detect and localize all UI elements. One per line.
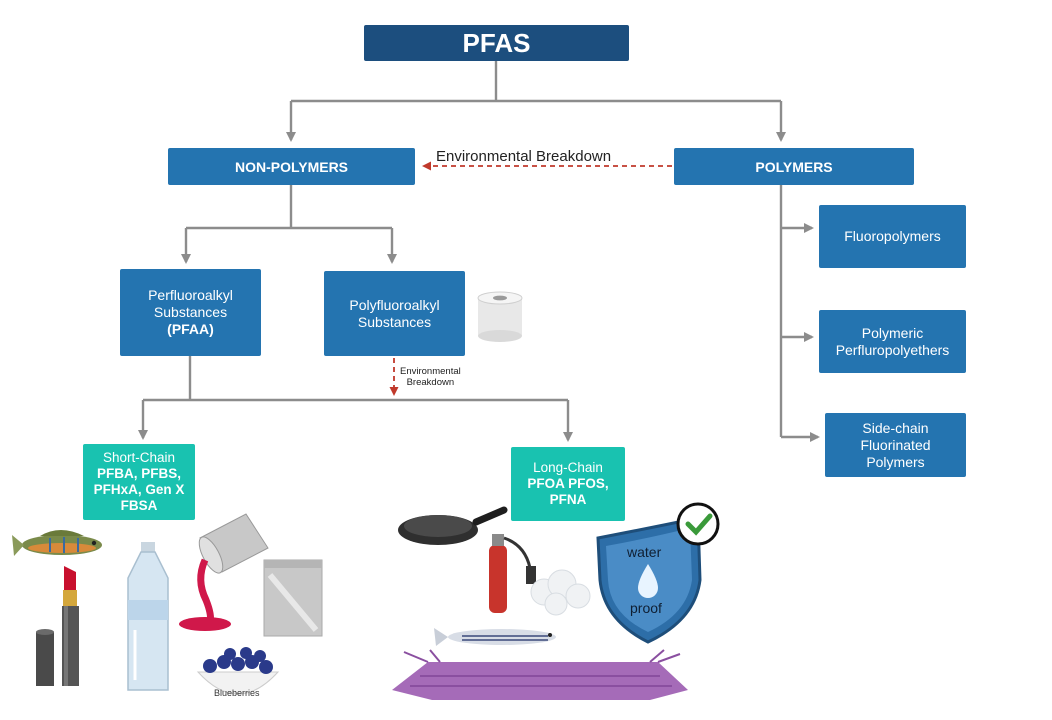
blueberries-bowl-icon (196, 647, 280, 695)
breakdown-arrows (389, 161, 672, 396)
paint-can-icon (179, 513, 269, 631)
fluoropolymers-box: Fluoropolymers (819, 205, 966, 268)
fluoropolymers-label: Fluoropolymers (844, 228, 941, 244)
side-chain-line3: Polymers (866, 453, 925, 470)
fire-extinguisher-icon (489, 534, 536, 613)
pfas-root-box: PFAS (364, 25, 629, 61)
waterproof-shield-icon (596, 516, 702, 644)
foam-icon (530, 569, 591, 616)
pfaa-line3: (PFAA) (167, 321, 214, 337)
breakdown-label-top: Environmental Breakdown (436, 148, 612, 165)
side-chain-line1: Side-chain (862, 419, 929, 436)
foil-pouch-icon (263, 559, 323, 637)
polyfluoroalkyl-line2: Substances (357, 313, 432, 330)
connector-pfaa-trunk (143, 356, 568, 402)
blueberries-label: Blueberries (214, 688, 260, 698)
water-label: water (627, 544, 662, 560)
polymers-title: POLYMERS (755, 158, 833, 175)
proof-label: proof (630, 600, 662, 616)
connector-non-polymers-trunk (186, 185, 392, 230)
polyfluoroalkyl-box: Polyfluoroalkyl Substances (324, 271, 465, 356)
non-polymers-box: NON-POLYMERS (168, 148, 415, 185)
perfluoropolyethers-line1: Polymeric (861, 324, 924, 341)
connectors (138, 61, 820, 442)
check-badge-icon (676, 502, 720, 546)
short-chain-line1: Short-Chain (102, 450, 176, 465)
short-chain-box: Short-Chain PFBA, PFBS, PFHxA, Gen X FBS… (83, 444, 195, 520)
long-chain-line3: PFNA (549, 492, 587, 507)
toilet-paper-icon (477, 291, 523, 342)
long-chain-line1: Long-Chain (533, 460, 603, 475)
carpet-icon (392, 649, 688, 700)
polymers-box: POLYMERS (674, 148, 914, 185)
short-chain-line3: PFHxA, Gen X (93, 482, 185, 497)
perfluoropolyethers-box: Polymeric Perfluropolyethers (819, 310, 966, 373)
water-bottle-icon (127, 542, 169, 691)
long-chain-box: Long-Chain PFOA PFOS, PFNA (511, 447, 625, 521)
pfas-title: PFAS (462, 27, 531, 58)
lipstick-icon (36, 566, 79, 686)
frying-pan-icon (398, 506, 508, 545)
pfaa-box: Perfluoroalkyl Substances (PFAA) (120, 269, 261, 356)
long-chain-line2: PFOA PFOS, (527, 476, 609, 491)
short-chain-line2: PFBA, PFBS, (96, 466, 181, 481)
side-chain-box: Side-chain Fluorinated Polymers (825, 413, 966, 477)
side-chain-line2: Fluorinated (860, 436, 931, 453)
pfaa-line2: Substances (153, 304, 228, 320)
non-polymers-title: NON-POLYMERS (234, 158, 349, 175)
breakdown-label-mid-line2: Breakdown (406, 377, 455, 388)
short-chain-line4: FBSA (120, 498, 158, 513)
pfaa-line1: Perfluoroalkyl (148, 287, 233, 303)
breakdown-label-mid-line1: Environmental (400, 366, 461, 377)
fish-icon (12, 530, 102, 556)
zebrafish-icon (434, 628, 556, 646)
breakdown-label-mid: Environmental Breakdown (400, 366, 461, 388)
perfluoropolyethers-line2: Perfluropolyethers (835, 341, 950, 358)
polyfluoroalkyl-line1: Polyfluoroalkyl (349, 296, 440, 313)
